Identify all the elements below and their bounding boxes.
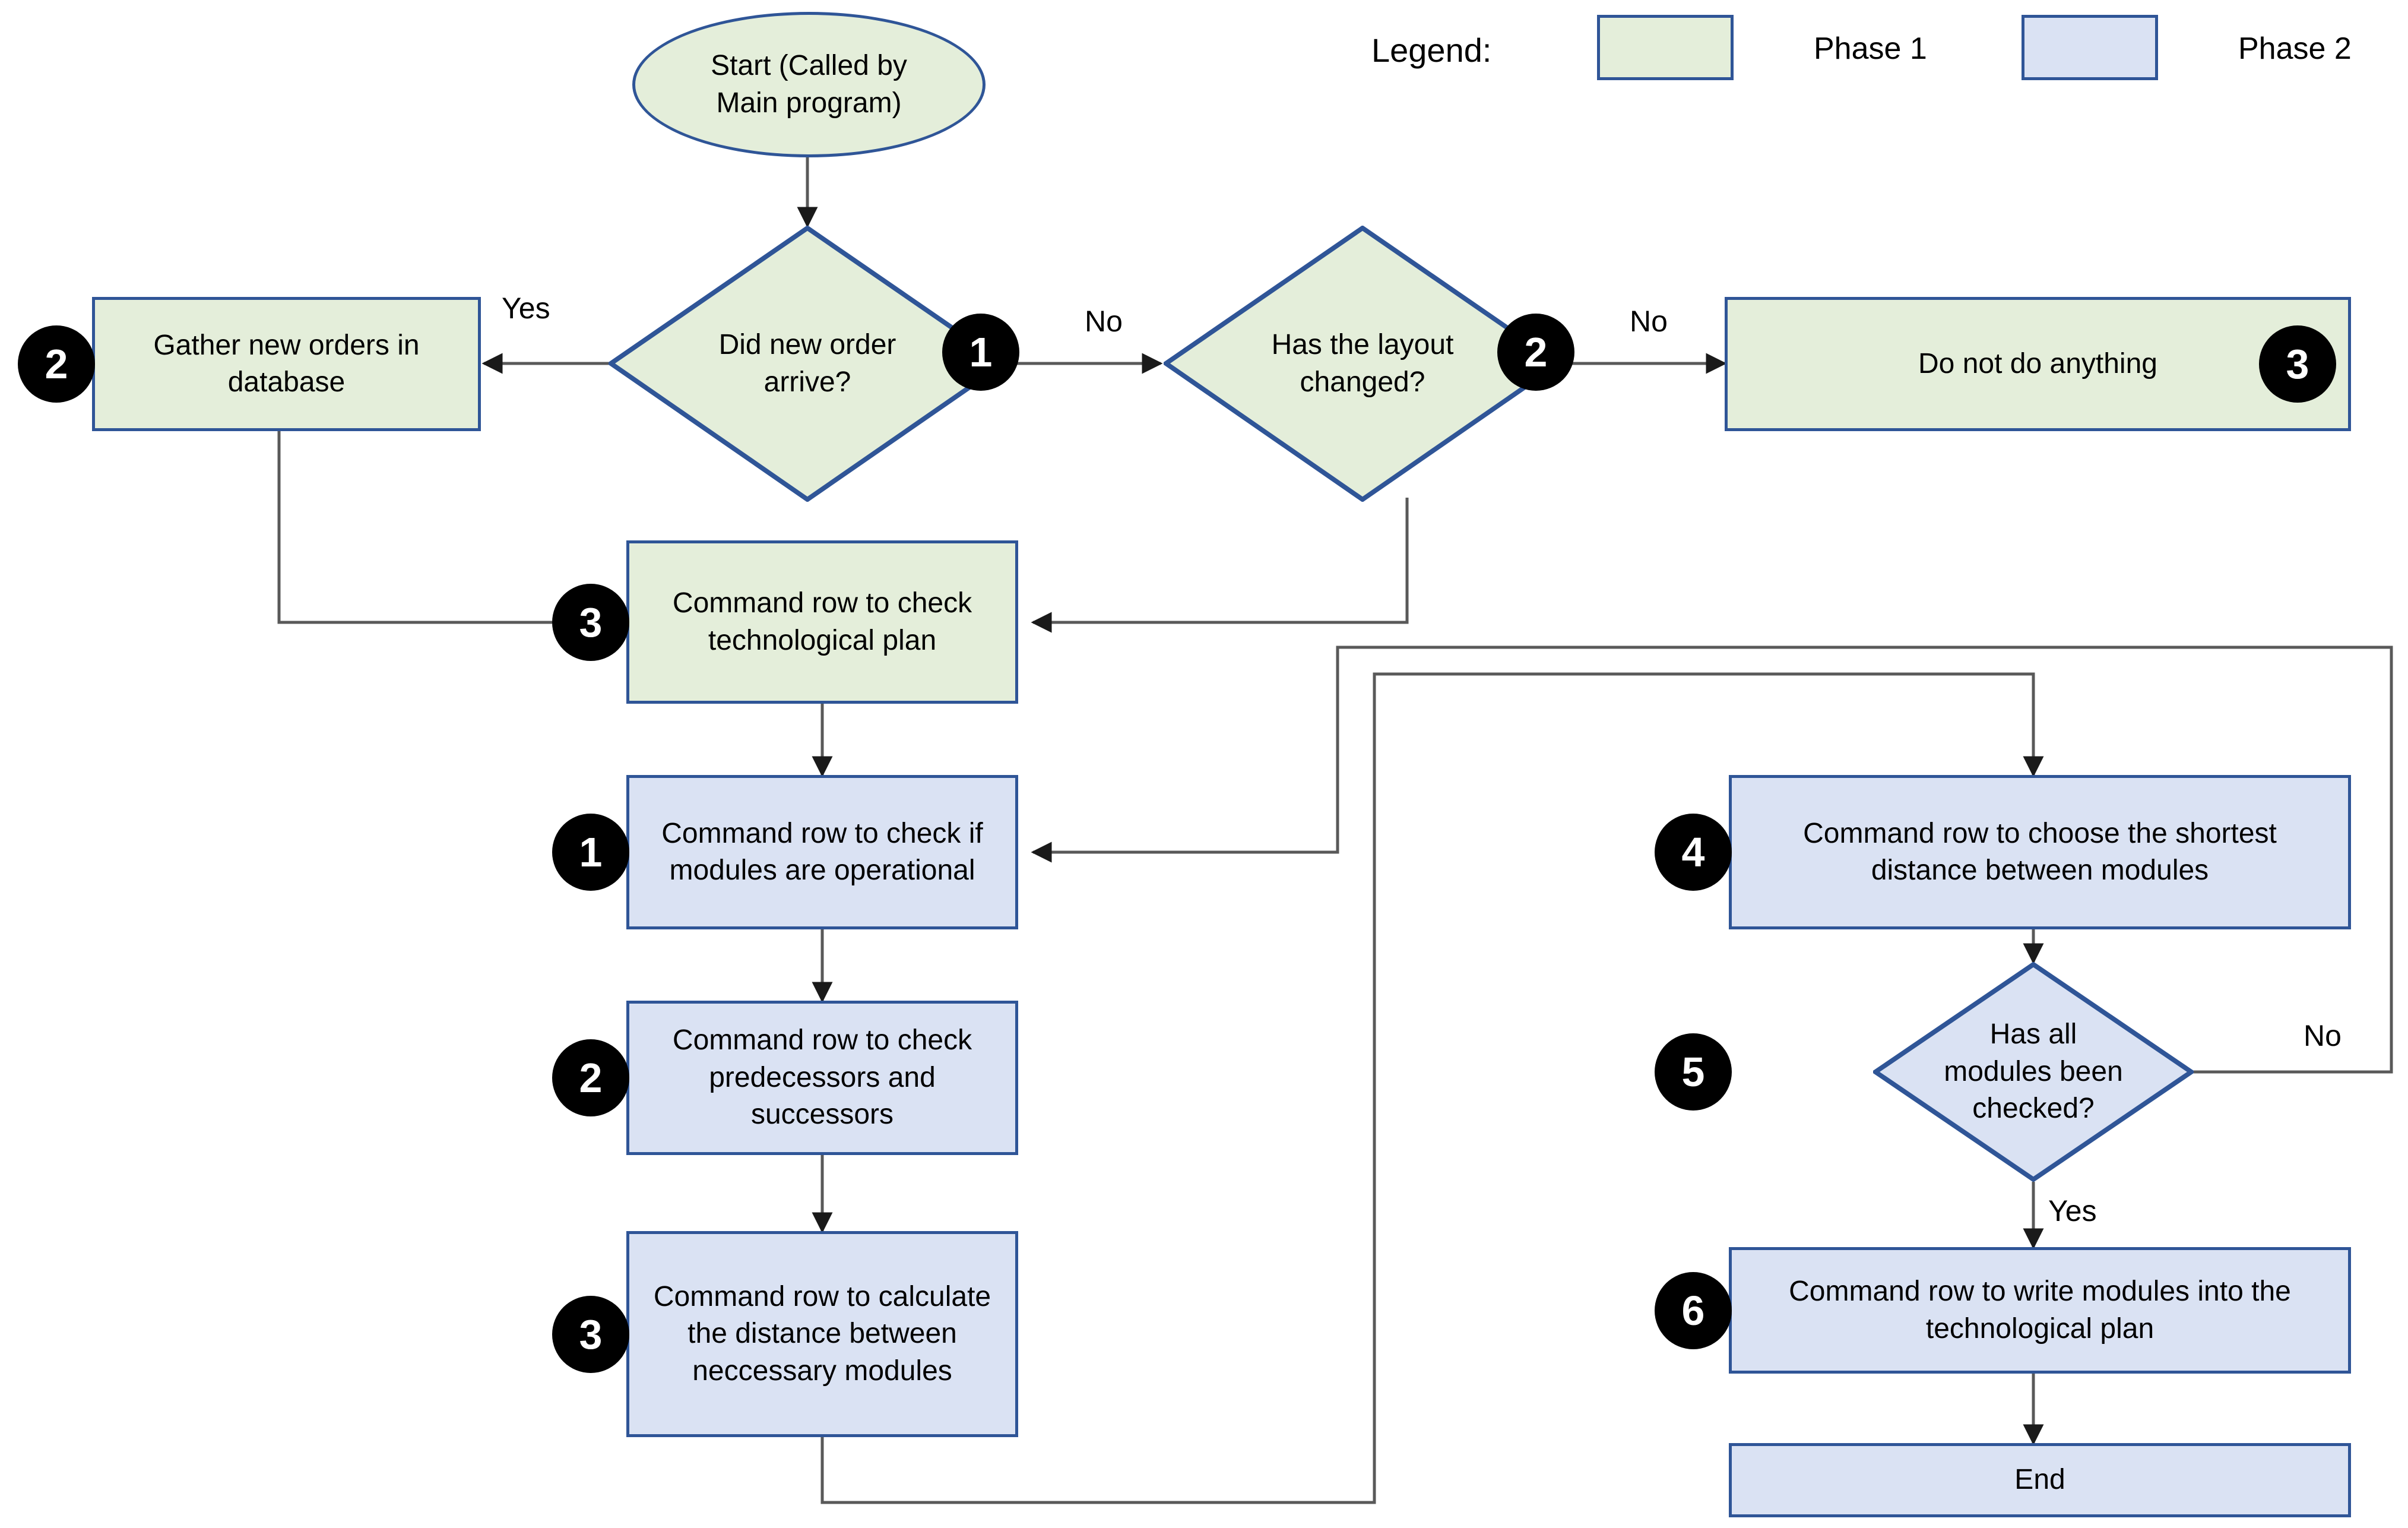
node-check-predecessors-successors[interactable]: Command row to check predecessors and su…	[626, 1001, 1018, 1155]
node-choose-shortest-distance[interactable]: Command row to choose the shortest dista…	[1729, 775, 2351, 929]
node-start-label: Start (Called by Main program)	[711, 50, 907, 119]
legend-swatch-phase-2	[2022, 15, 2158, 80]
badge-write-modules-into-plan: 6	[1655, 1272, 1732, 1349]
node-decision-layout-changed[interactable]: Has the layout changed?	[1164, 226, 1561, 502]
badge-check-modules-operational: 1	[552, 814, 629, 891]
edge-label-d5-yes: Yes	[2048, 1194, 2097, 1228]
badge-check-technological-plan: 3	[552, 584, 629, 661]
badge-choose-shortest-distance: 4	[1655, 814, 1732, 891]
node-start[interactable]: Start (Called by Main program)	[632, 12, 986, 157]
node-gather-orders-label: Gather new orders in database	[153, 329, 420, 398]
node-check-predecessors-successors-label: Command row to check predecessors and su…	[672, 1024, 972, 1131]
node-decision-new-order-label: Did new order arrive?	[718, 329, 896, 398]
node-gather-orders[interactable]: Gather new orders in database	[92, 297, 481, 431]
legend-title: Legend:	[1371, 31, 1492, 69]
node-check-modules-operational[interactable]: Command row to check if modules are oper…	[626, 775, 1018, 929]
node-decision-all-modules-checked-label: Has all modules been checked?	[1944, 1018, 2123, 1125]
edge-label-d5-no: No	[2304, 1019, 2342, 1052]
node-do-nothing[interactable]: Do not do anything	[1725, 297, 2351, 431]
diamond-shape	[609, 226, 1006, 502]
node-choose-shortest-distance-label: Command row to choose the shortest dista…	[1803, 817, 2277, 886]
diamond-shape	[1164, 226, 1561, 502]
badge-do-nothing: 3	[2259, 325, 2336, 403]
legend-label-phase-1: Phase 1	[1814, 31, 1927, 66]
edge-gather-to-p3g	[277, 431, 552, 624]
edge-label-d1-yes: Yes	[502, 292, 550, 325]
node-end[interactable]: End	[1729, 1443, 2351, 1517]
node-calculate-distance-label: Command row to calculate the distance be…	[653, 1280, 991, 1387]
badge-calculate-distance: 3	[552, 1296, 629, 1373]
legend-swatch-phase-1	[1597, 15, 1734, 80]
diamond-shape	[1873, 962, 2194, 1182]
node-check-modules-operational-label: Command row to check if modules are oper…	[661, 817, 983, 886]
badge-check-predecessors-successors: 2	[552, 1039, 629, 1116]
badge-decision-new-order: 1	[942, 314, 1019, 391]
node-decision-layout-changed-label: Has the layout changed?	[1271, 329, 1454, 398]
edge-d2-to-p3g	[1031, 498, 1409, 633]
node-decision-new-order[interactable]: Did new order arrive?	[609, 226, 1006, 502]
edge-label-d2-no: No	[1630, 305, 1668, 338]
node-write-modules-into-plan[interactable]: Command row to write modules into the te…	[1729, 1247, 2351, 1374]
node-check-technological-plan[interactable]: Command row to check technological plan	[626, 540, 1018, 704]
badge-decision-layout-changed: 2	[1497, 314, 1574, 391]
legend-label-phase-2: Phase 2	[2238, 31, 2352, 66]
node-check-technological-plan-label: Command row to check technological plan	[672, 587, 972, 656]
node-decision-all-modules-checked[interactable]: Has all modules been checked?	[1873, 962, 2194, 1182]
node-calculate-distance[interactable]: Command row to calculate the distance be…	[626, 1231, 1018, 1437]
badge-decision-all-modules-checked: 5	[1655, 1033, 1732, 1111]
node-write-modules-into-plan-label: Command row to write modules into the te…	[1789, 1276, 2291, 1344]
badge-gather-orders: 2	[18, 325, 95, 403]
node-end-label: End	[2014, 1464, 2065, 1496]
node-do-nothing-label: Do not do anything	[1918, 347, 2157, 379]
edge-label-d1-no: No	[1085, 305, 1123, 338]
